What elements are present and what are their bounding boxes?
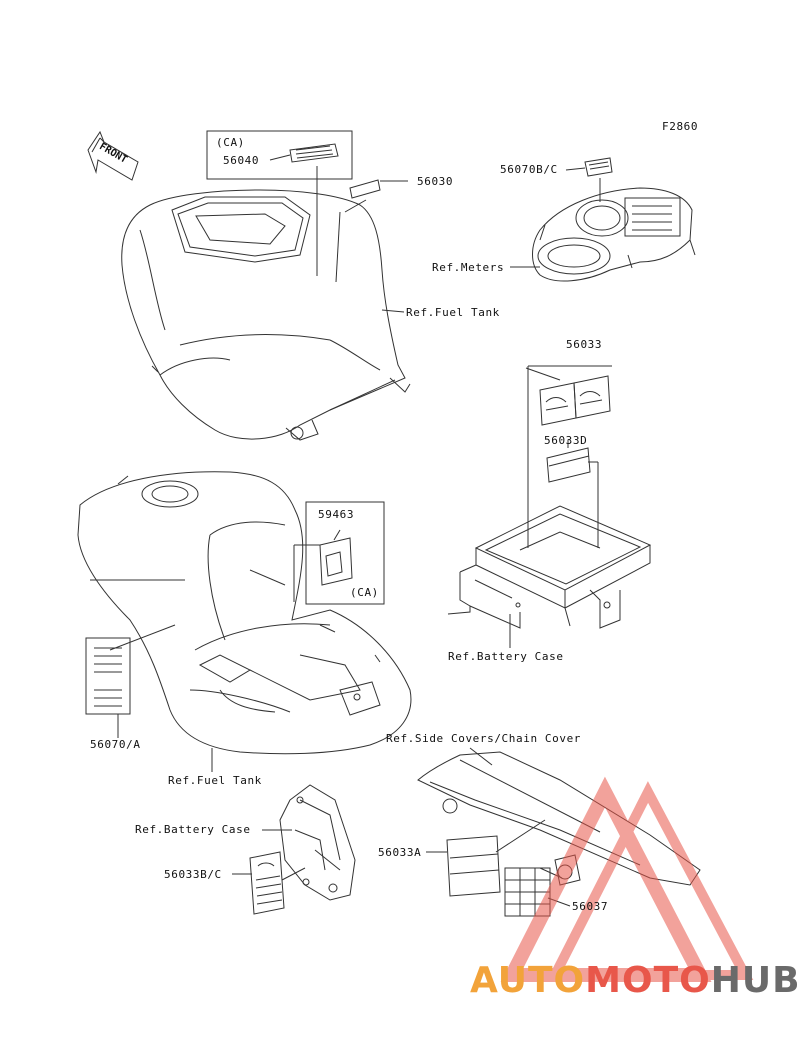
decal-56070a (85, 637, 131, 715)
watermark-text: AUTOMOTOHUB (470, 960, 800, 1001)
battery-case-left-drawing (279, 784, 356, 901)
label-ref-fuel-tank-bottom: Ref.Fuel Tank (168, 774, 262, 787)
figure-code: F2860 (662, 120, 699, 133)
label-ref-battery-case-left: Ref.Battery Case (135, 823, 251, 836)
label-ref-meters: Ref.Meters (432, 261, 505, 274)
decal-56030 (349, 179, 381, 199)
decal-56033d (546, 447, 591, 483)
battery-case-right-drawing (447, 505, 652, 629)
watermark-logo-icon (500, 776, 754, 982)
label-56033bc: 56033B/C (164, 868, 222, 881)
label-ref-fuel-tank-top: Ref.Fuel Tank (406, 306, 500, 319)
label-56033d: 56033D (544, 434, 588, 447)
label-56030: 56030 (417, 175, 454, 188)
decal-56033a (446, 835, 501, 897)
label-56033a: 56033A (378, 846, 422, 859)
decal-56037 (504, 867, 551, 917)
label-56037: 56037 (572, 900, 609, 913)
label-56070a: 56070/A (90, 738, 141, 751)
decal-59463 (319, 537, 353, 586)
watermark-part-hub: HUB (710, 960, 800, 1001)
ca-box-mid (305, 501, 385, 605)
decal-56070bc (584, 157, 613, 177)
decal-56033bc (249, 851, 285, 915)
decal-56040 (289, 143, 339, 163)
ca-box-top (206, 130, 353, 180)
label-ref-battery-case-right: Ref.Battery Case (448, 650, 564, 663)
label-59463: 59463 (318, 508, 355, 521)
watermark-part-auto: AUTO (470, 960, 586, 1001)
watermark-part-moto: MOTO (585, 960, 711, 1001)
label-56070bc: 56070B/C (500, 163, 558, 176)
label-56033: 56033 (566, 338, 603, 351)
label-mid-ca: (CA) (350, 586, 379, 599)
front-arrow-icon (87, 130, 139, 181)
decal-56033-pair (539, 375, 611, 426)
label-ref-side-covers: Ref.Side Covers/Chain Cover (386, 732, 582, 745)
label-56040: 56040 (223, 154, 260, 167)
fuel-tank-bottom-drawing (77, 471, 412, 755)
fuel-tank-top-drawing (121, 189, 411, 441)
meters-drawing (532, 187, 696, 282)
label-top-ca: (CA) (216, 136, 245, 149)
